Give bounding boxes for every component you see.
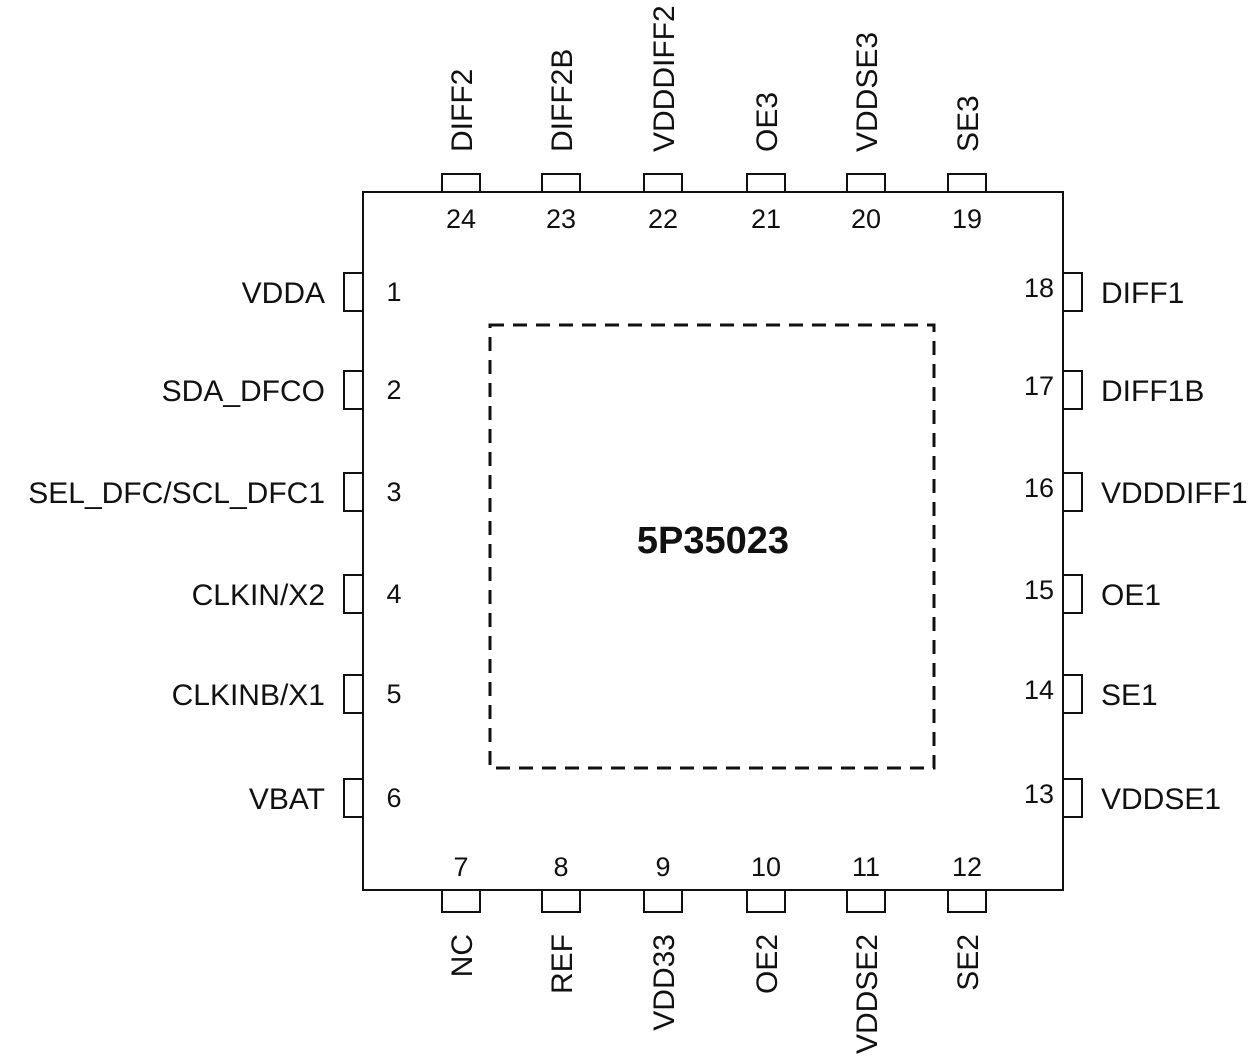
pin-label: SEL_DFC/SCL_DFC1 [28,477,325,510]
pin-pad [1062,778,1083,818]
pin-label: NC [446,934,479,977]
pin-pad [947,173,987,193]
pin-pad [343,574,364,614]
pin-pad [947,889,987,913]
pin-number: 10 [751,852,781,882]
pin-pad [746,173,786,193]
pin-pad [541,173,581,193]
pin-label: SE1 [1101,679,1158,712]
pin-number: 14 [1024,675,1054,705]
pin-label: OE1 [1101,579,1161,612]
pin-number: 22 [648,204,678,234]
pin-pad [1062,370,1083,410]
pin-number: 13 [1024,779,1054,809]
pin-label: DIFF1B [1101,375,1204,408]
pin-pad [343,370,364,410]
pin-number: 4 [386,579,401,609]
pin-label: DIFF2 [446,69,479,152]
pin-number: 16 [1024,473,1054,503]
pin-number: 17 [1024,371,1054,401]
pin-number: 19 [952,204,982,234]
pin-label: VDDDIFF1 [1101,477,1248,510]
pin-number: 6 [386,783,401,813]
pin-label: VDDA [242,277,325,310]
pin-number: 20 [851,204,881,234]
pin-number: 15 [1024,575,1054,605]
pin-label: VDDDIFF2 [648,5,681,152]
pin-label: CLKINB/X1 [172,679,325,712]
pin-pad [1062,574,1083,614]
pin-number: 11 [852,852,880,882]
pin-label: VDD33 [648,934,681,1031]
pin-pad [846,173,886,193]
pin-pad [643,889,683,913]
pin-label: OE2 [751,934,784,994]
pin-label: SE3 [952,95,985,152]
exposed-pad-outline [488,323,936,770]
pin-pad [343,472,364,512]
pin-label: OE3 [751,92,784,152]
pin-number: 2 [386,375,401,405]
pin-label: DIFF1 [1101,277,1184,310]
pin-label: VBAT [249,783,325,816]
pin-label: VDDSE3 [851,32,884,152]
pin-pad [541,889,581,913]
pin-number: 21 [751,204,781,234]
pin-pad [1062,272,1083,312]
pin-label: SDA_DFCO [162,375,325,408]
pin-label: DIFF2B [546,49,579,152]
pin-number: 24 [446,204,476,234]
pin-pad [343,674,364,714]
pins-layer: 1 VDDA 2 SDA_DFCO 3 SEL_DFC/SCL_DFC1 4 CLKIN/X2… [28,5,1247,1054]
pin-pad [343,272,364,312]
pin-number: 12 [952,852,982,882]
pin-number: 23 [546,204,576,234]
pin-label: VDDSE1 [1101,783,1221,816]
pin-pad [643,173,683,193]
package-body [362,191,1064,891]
pin-label: REF [546,934,579,994]
pin-label: CLKIN/X2 [192,579,325,612]
pin-number: 9 [655,852,670,882]
pin-pad [441,889,481,913]
pin-number: 3 [386,477,401,507]
pin-pad [1062,472,1083,512]
pin-pad [746,889,786,913]
pin-number: 18 [1024,273,1054,303]
pin-number: 5 [386,679,401,709]
pin-number: 1 [386,277,401,307]
pin-pad [343,778,364,818]
pin-pad [441,173,481,193]
pin-label: VDDSE2 [851,934,884,1054]
pin-number: 7 [453,852,468,882]
pin-pad [846,889,886,913]
pin-number: 8 [553,852,568,882]
pin-label: SE2 [952,934,985,991]
pin-pad [1062,674,1083,714]
part-number-label: 5P35023 [637,520,789,562]
